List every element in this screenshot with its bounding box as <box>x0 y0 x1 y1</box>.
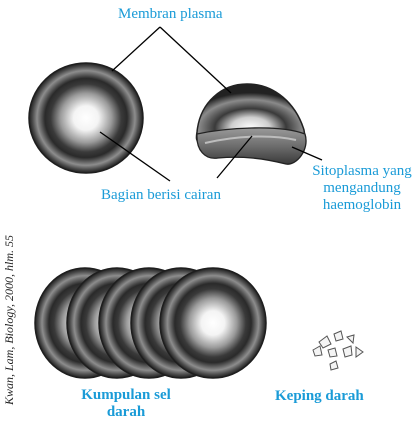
platelet <box>319 336 331 348</box>
label-cytoplasm: Sitoplasma yang mengandung haemoglobin <box>306 163 416 214</box>
platelet <box>330 361 338 370</box>
label-cell-group: Kumpulan sel darah <box>66 387 186 421</box>
label-membrane: Membran plasma <box>118 6 223 23</box>
label-fluid-part: Bagian berisi cairan <box>101 187 221 204</box>
platelet <box>347 335 354 343</box>
platelet-cluster <box>313 331 363 370</box>
rbc-face-view <box>29 63 143 173</box>
platelet <box>343 346 352 357</box>
platelet <box>356 347 363 357</box>
label-cell-group-line-2: darah <box>66 404 186 421</box>
rbc-cross-section-view <box>196 84 306 164</box>
platelet <box>334 331 343 341</box>
label-cytoplasm-line-3: haemoglobin <box>306 197 416 214</box>
platelet <box>313 346 322 356</box>
platelet <box>328 348 337 357</box>
label-cytoplasm-line-2: mengandung <box>306 180 416 197</box>
label-platelets: Keping darah <box>275 388 364 405</box>
label-cell-group-line-1: Kumpulan sel <box>66 387 186 404</box>
rbc-stack <box>35 268 266 378</box>
source-credit: Kwan, Lam, Biology, 2000, hlm. 55 <box>2 235 17 405</box>
stacked-rbc <box>160 268 266 378</box>
label-cytoplasm-line-1: Sitoplasma yang <box>306 163 416 180</box>
